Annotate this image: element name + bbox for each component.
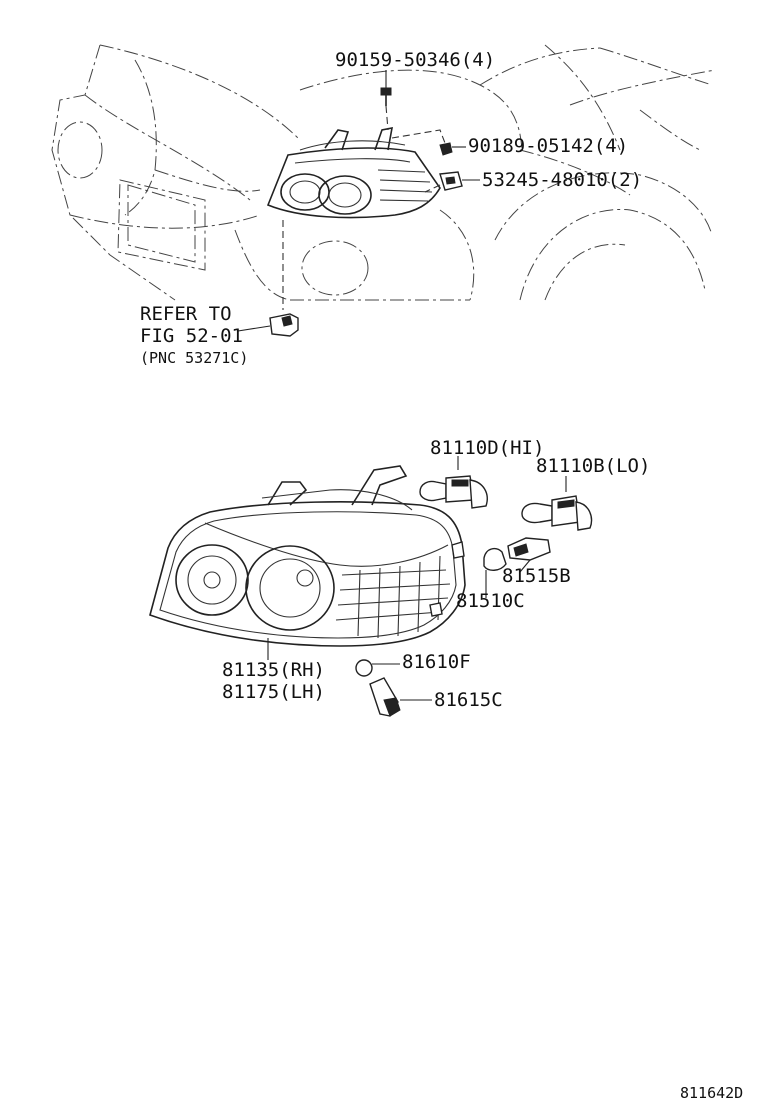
label-nut: 90189-05142(4) [468, 135, 628, 157]
socket-81615c [369, 677, 432, 717]
label-refer-line3: (PNC 53271C) [140, 349, 248, 367]
headlamp-installed-view [266, 126, 441, 219]
vehicle-front-outline [51, 44, 716, 301]
bulb-81610f [355, 659, 400, 677]
label-bulb-81510: 81510C [456, 590, 525, 612]
headlamp-assembly [149, 465, 466, 647]
label-refer-line1: REFER TO [140, 303, 232, 325]
figure-code: 811642D [680, 1084, 743, 1102]
label-headlamp-rh: 81135(RH) [222, 659, 325, 681]
label-refer-line2: FIG 52-01 [140, 325, 243, 347]
label-screw: 90159-50346(4) [335, 49, 495, 71]
label-bulb-hi: 81110D(HI) [430, 437, 544, 459]
screw-90159 [380, 70, 392, 131]
nut-90189 [391, 129, 466, 156]
label-socket-81515: 81515B [502, 565, 571, 587]
label-bulb-lo: 81110B(LO) [536, 455, 650, 477]
label-headlamp-lh: 81175(LH) [222, 681, 325, 703]
clip-53245 [424, 171, 480, 193]
refer-bracket [237, 220, 299, 337]
bulb-81110b-lo [521, 476, 593, 531]
bulb-81510c [483, 547, 507, 598]
label-bulb-81610: 81610F [402, 651, 471, 673]
bulb-81110d-hi [419, 456, 488, 509]
socket-81515b [507, 537, 551, 573]
label-socket-81615: 81615C [434, 689, 503, 711]
label-clip: 53245-48010(2) [482, 169, 642, 191]
